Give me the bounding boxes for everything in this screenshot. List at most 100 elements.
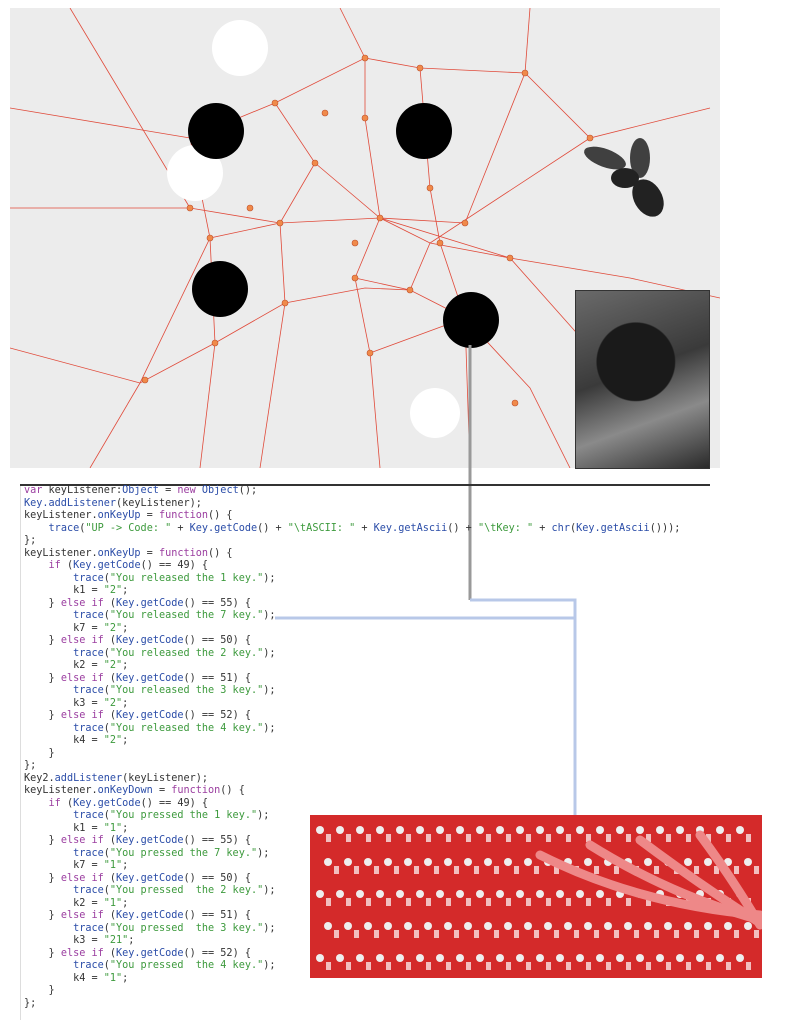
code-token: k7 = bbox=[24, 622, 104, 634]
code-token: "You released the 4 key." bbox=[109, 722, 264, 734]
code-token: ( bbox=[103, 947, 117, 959]
code-token: ; bbox=[122, 897, 129, 909]
code-token bbox=[24, 610, 73, 621]
code-token: ( bbox=[103, 847, 110, 859]
code-token: keyListener: bbox=[42, 485, 123, 496]
code-token: }; bbox=[24, 760, 37, 771]
code-line: } bbox=[24, 985, 680, 998]
code-token: ( bbox=[103, 597, 117, 609]
code-token: "You pressed the 2 key." bbox=[109, 885, 264, 896]
code-token: () == 50) { bbox=[183, 635, 251, 646]
code-token: k1 = bbox=[24, 822, 104, 834]
code-line: k7 = "2"; bbox=[24, 623, 680, 636]
code-token: } bbox=[24, 672, 61, 684]
code-token: "21" bbox=[103, 935, 129, 946]
code-line: trace("You released the 4 key."); bbox=[24, 723, 680, 736]
code-token bbox=[24, 923, 73, 934]
code-token: (); bbox=[238, 485, 258, 496]
code-token: Key2. bbox=[24, 772, 55, 784]
code-token: Key.getCode bbox=[116, 597, 184, 609]
code-token: + bbox=[171, 522, 190, 534]
code-token: "1" bbox=[103, 897, 123, 909]
code-token bbox=[24, 810, 73, 821]
marker-circles bbox=[188, 103, 499, 348]
code-token: () + bbox=[257, 522, 288, 534]
code-listing: var keyListener:Object = new Object();Ke… bbox=[24, 485, 680, 1010]
code-token: }; bbox=[24, 997, 37, 1009]
code-token: () == 51) { bbox=[183, 910, 251, 921]
code-token: ); bbox=[263, 960, 276, 971]
code-token: "1" bbox=[103, 822, 123, 834]
code-token: ( bbox=[103, 685, 110, 696]
code-token: keyListener. bbox=[24, 510, 98, 521]
code-token: trace bbox=[73, 610, 104, 621]
code-token: keyListener. bbox=[24, 547, 98, 559]
code-token: if bbox=[48, 797, 61, 809]
code-token: k3 = bbox=[24, 697, 104, 709]
code-token: Key.getCode bbox=[116, 947, 184, 959]
code-token: } bbox=[24, 985, 55, 996]
code-token: "2" bbox=[103, 697, 123, 709]
code-token: ())); bbox=[649, 522, 681, 534]
code-token: trace bbox=[48, 522, 80, 534]
code-token: = bbox=[140, 510, 159, 521]
code-token: = bbox=[158, 485, 178, 496]
code-token: "You released the 1 key." bbox=[109, 572, 264, 584]
code-line: k2 = "1"; bbox=[24, 898, 680, 911]
code-line: k4 = "2"; bbox=[24, 735, 680, 748]
code-token: else if bbox=[60, 835, 104, 846]
code-token: var bbox=[24, 485, 43, 496]
code-token: k2 = bbox=[24, 660, 104, 671]
code-token: } bbox=[24, 947, 61, 959]
code-token: Key.getCode bbox=[116, 672, 184, 684]
code-line: Key2.addListener(keyListener); bbox=[24, 773, 680, 786]
code-token: ( bbox=[103, 610, 110, 621]
code-token: ); bbox=[263, 922, 276, 934]
code-token: Key.getCode bbox=[73, 797, 141, 809]
code-token: Key.getAscii bbox=[373, 522, 448, 534]
code-line: }; bbox=[24, 760, 680, 773]
code-line: k3 = "21"; bbox=[24, 935, 680, 948]
code-token: () == 55) { bbox=[183, 835, 251, 846]
code-token: ( bbox=[103, 722, 110, 734]
code-token: if bbox=[48, 560, 61, 571]
code-token: ; bbox=[122, 697, 129, 709]
code-token: } bbox=[24, 747, 55, 759]
code-line: trace("You released the 7 key."); bbox=[24, 610, 680, 623]
code-token bbox=[24, 723, 73, 734]
code-token: addListener bbox=[54, 772, 123, 784]
code-line: }; bbox=[24, 535, 680, 548]
code-token: else if bbox=[60, 910, 104, 921]
code-token: "You pressed the 4 key." bbox=[109, 960, 264, 971]
street-map bbox=[10, 8, 720, 468]
code-line: k7 = "1"; bbox=[24, 860, 680, 873]
code-token: function bbox=[158, 510, 209, 521]
code-token: } bbox=[24, 635, 61, 646]
code-token: else if bbox=[60, 947, 104, 959]
code-token: "You released the 3 key." bbox=[109, 685, 264, 696]
code-line: } else if (Key.getCode() == 55) { bbox=[24, 835, 680, 848]
code-line: } else if (Key.getCode() == 50) { bbox=[24, 873, 680, 886]
code-token: () == 52) { bbox=[183, 710, 251, 721]
code-line: } else if (Key.getCode() == 51) { bbox=[24, 673, 680, 686]
code-token: Key.getCode bbox=[116, 835, 184, 846]
code-token: trace bbox=[73, 810, 104, 821]
code-token: = bbox=[140, 547, 159, 559]
code-line: k2 = "2"; bbox=[24, 660, 680, 673]
code-token: "You pressed the 1 key." bbox=[109, 810, 258, 821]
code-token: else if bbox=[60, 710, 104, 721]
code-token: () + bbox=[447, 522, 478, 534]
code-token: trace bbox=[73, 722, 104, 734]
code-token: function bbox=[171, 785, 221, 796]
code-token bbox=[24, 523, 49, 534]
code-token: ); bbox=[257, 847, 270, 859]
code-token: ); bbox=[263, 722, 276, 734]
code-token: ( bbox=[60, 560, 74, 571]
code-token: }; bbox=[24, 535, 37, 546]
code-line: k1 = "2"; bbox=[24, 585, 680, 598]
code-token: () == 51) { bbox=[183, 672, 251, 684]
code-line: trace("You pressed the 1 key."); bbox=[24, 810, 680, 823]
code-token: new bbox=[177, 485, 196, 496]
code-line: }; bbox=[24, 998, 680, 1011]
code-token: onKeyDown bbox=[97, 785, 153, 796]
